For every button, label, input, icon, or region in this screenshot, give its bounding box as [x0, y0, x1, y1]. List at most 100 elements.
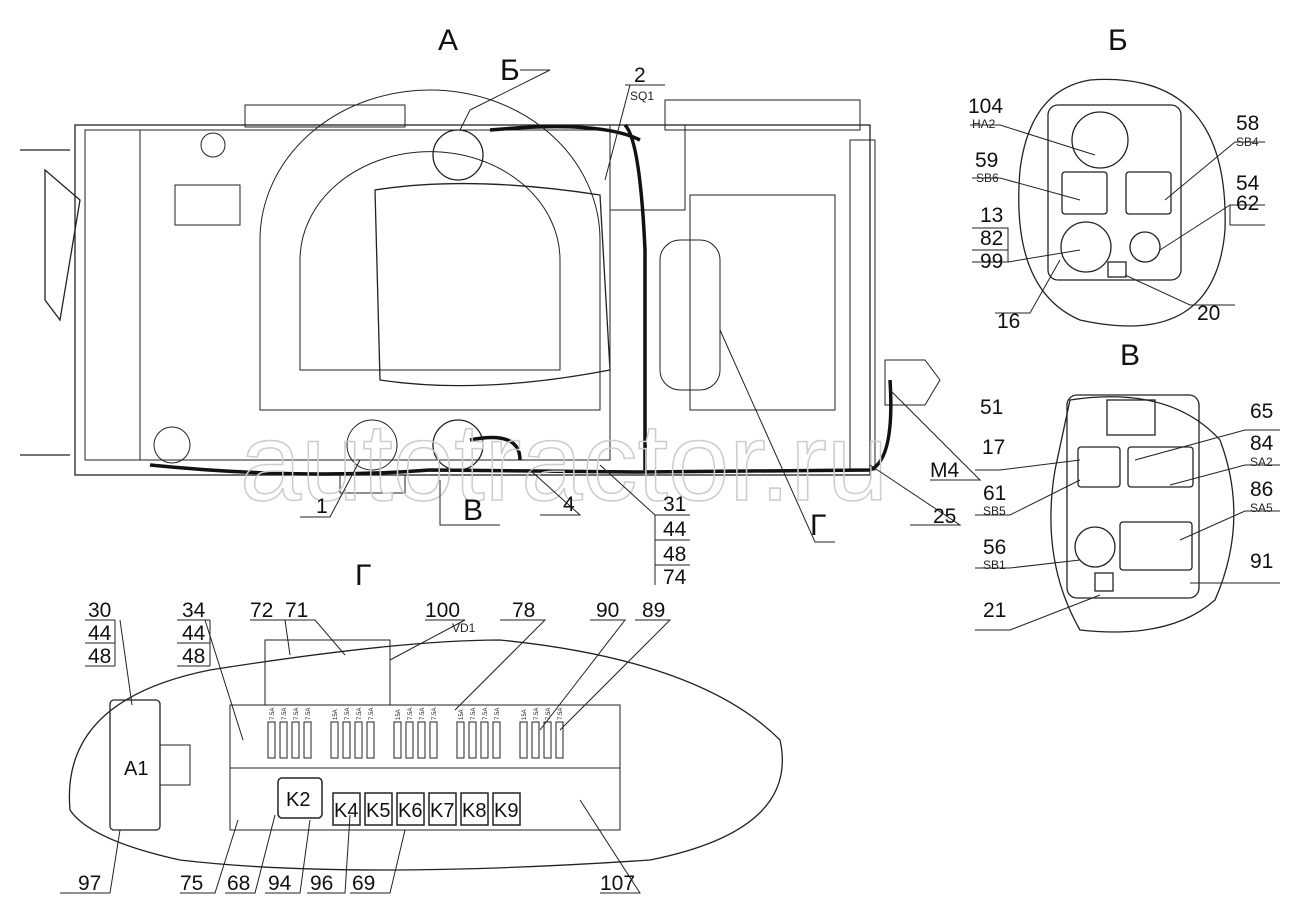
- fuse-rating: 7.5A: [558, 708, 564, 720]
- fuse: [303, 721, 312, 759]
- title-view-v: В: [1120, 339, 1140, 372]
- fuse-rating: 15A: [459, 709, 465, 720]
- stack-item: 44: [182, 622, 206, 645]
- label-75: 75: [180, 872, 203, 895]
- relay: K2: [286, 789, 310, 811]
- relay: K5: [366, 800, 390, 822]
- label-97: 97: [78, 872, 101, 895]
- label-96: 96: [310, 872, 333, 895]
- fuse-rating: 7.5A: [432, 708, 438, 720]
- sb1-number: 56: [983, 536, 1006, 559]
- relay-body: [460, 792, 489, 826]
- sq1-number: 2: [634, 64, 646, 87]
- callout-v: В: [463, 494, 483, 527]
- fuse: [480, 721, 489, 759]
- label-25: 25: [933, 505, 956, 528]
- label-78: 78: [512, 599, 535, 622]
- watermark: autotractor.ru: [240, 401, 888, 524]
- sa2-number: 84: [1250, 432, 1274, 455]
- label-71: 71: [285, 599, 308, 622]
- relay: K6: [398, 800, 422, 822]
- label-107: 107: [600, 872, 635, 895]
- fuse-rating: 7.5A: [369, 708, 375, 720]
- fuse: [555, 721, 564, 759]
- stack-item: 31: [663, 493, 686, 516]
- relay-body: [364, 792, 393, 826]
- stack-item: 34: [182, 599, 206, 622]
- relay-body: [428, 792, 457, 826]
- fuse: [456, 721, 465, 759]
- fuse-rating: 7.5A: [483, 708, 489, 720]
- relay: K9: [494, 800, 518, 822]
- fuse-rating: 7.5A: [357, 708, 363, 720]
- relay: K4: [334, 800, 358, 822]
- ha2-number: 104: [968, 95, 1003, 118]
- fuse: [267, 721, 276, 759]
- fuse-rating: 7.5A: [420, 708, 426, 720]
- stack-item: 48: [182, 645, 205, 668]
- relay-body: [492, 792, 521, 826]
- fuse-rating: 7.5A: [282, 708, 288, 720]
- relay-body: [396, 792, 425, 826]
- view-v-panel: 51 17 61 SB5 56 SB1 21 65 84 SA2 86 SA5 …: [975, 394, 1280, 633]
- vd1-ref: VD1: [452, 621, 476, 635]
- fuse-rating: 7.5A: [270, 708, 276, 720]
- fuse-rating: 7.5A: [345, 708, 351, 720]
- sb6-number: 59: [975, 149, 998, 172]
- stack-item: 74: [663, 566, 687, 589]
- stack-item: 44: [663, 518, 687, 541]
- sb4-number: 58: [1236, 112, 1259, 135]
- sa2-ref: SA2: [1250, 455, 1273, 469]
- label-89: 89: [642, 599, 665, 622]
- fuse-rating: 15A: [522, 709, 528, 720]
- label-91: 91: [1250, 550, 1273, 573]
- sb5-number: 61: [983, 482, 1006, 505]
- label-90: 90: [596, 599, 619, 622]
- fuse: [342, 721, 351, 759]
- view-b-panel: 104 HA2 59 SB6 13 82 99 16 20 58 SB4 54 …: [968, 78, 1265, 333]
- vd1-number: 100: [425, 599, 460, 622]
- sb5-ref: SB5: [983, 504, 1006, 518]
- main-callouts: Б В Г 2 SQ1 1 4 25 M4 31 44 48 74: [300, 54, 982, 589]
- title-view-a: А: [438, 24, 458, 57]
- stack-item: 48: [663, 543, 686, 566]
- label-69: 69: [352, 872, 375, 895]
- fuse: [492, 721, 501, 759]
- fuse-rating: 15A: [396, 709, 402, 720]
- stack-item: 48: [88, 645, 111, 668]
- fuse: [405, 721, 414, 759]
- fuse: [330, 721, 339, 759]
- fuse-rating: 7.5A: [495, 708, 501, 720]
- relay: K7: [430, 800, 454, 822]
- label-65: 65: [1250, 400, 1273, 423]
- module-a1: A1: [124, 758, 148, 780]
- callout-g: Г: [810, 509, 826, 542]
- ha2-ref: HA2: [972, 117, 996, 131]
- label-16: 16: [997, 310, 1020, 333]
- title-view-g: Г: [355, 559, 371, 592]
- sb4-ref: SB4: [1236, 135, 1259, 149]
- view-g-callouts: 30 44 48 34 44 48 72 71 100 VD1 78 90 89…: [60, 599, 672, 895]
- fuse: [354, 721, 363, 759]
- label-51: 51: [980, 396, 1003, 419]
- fuse: [531, 721, 540, 759]
- label-17: 17: [982, 436, 1005, 459]
- callout-b: Б: [500, 54, 520, 87]
- label-72: 72: [250, 599, 273, 622]
- fuse: [393, 721, 402, 759]
- fuse: [543, 721, 552, 759]
- stack-item: 54: [1236, 172, 1260, 195]
- cab-floor-plan: [20, 89, 941, 494]
- stack-item: 44: [88, 622, 112, 645]
- sa5-number: 86: [1250, 478, 1273, 501]
- fuse-rating: 7.5A: [306, 708, 312, 720]
- sa5-ref: SA5: [1250, 501, 1273, 515]
- sq1-ref: SQ1: [630, 89, 654, 103]
- fuse: [417, 721, 426, 759]
- fuse-rating: 7.5A: [534, 708, 540, 720]
- stack-item: 99: [980, 250, 1003, 273]
- title-view-b: Б: [1108, 24, 1128, 57]
- stack-item: 82: [980, 227, 1003, 250]
- fuse-rating: 7.5A: [294, 708, 300, 720]
- label-m4: M4: [930, 459, 959, 482]
